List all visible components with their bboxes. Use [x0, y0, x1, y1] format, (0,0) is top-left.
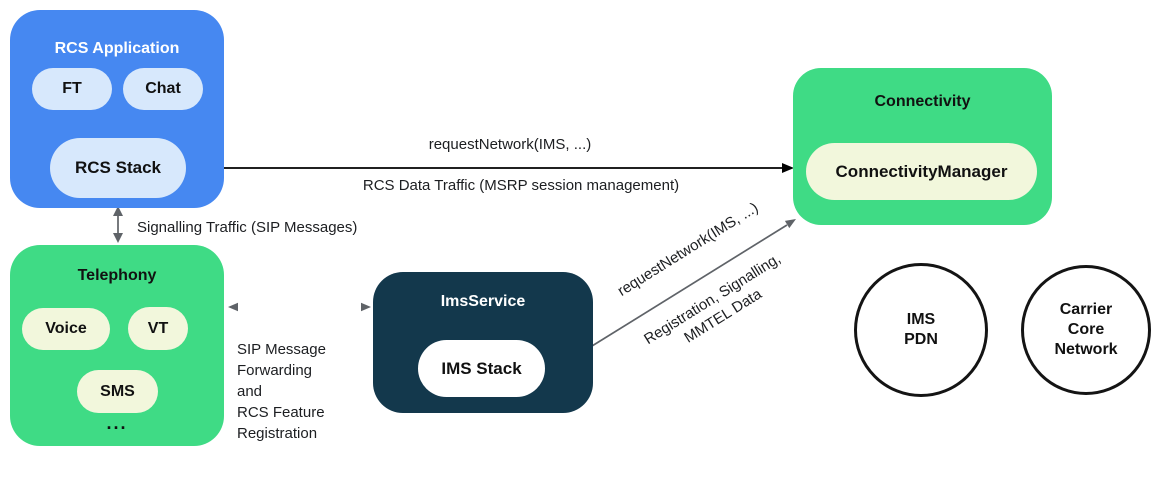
request-network-horizontal-label: requestNetwork(IMS, ...): [428, 136, 592, 153]
arrowhead-left-sip-forwarding: [228, 302, 238, 312]
carrier-label-line1: Carrier: [1059, 301, 1113, 318]
sip-forwarding-label: SIP Message Forwarding and RCS Feature R…: [237, 341, 326, 442]
carrier-label-line3: Network: [1054, 341, 1118, 358]
rcs-data-traffic-label: RCS Data Traffic (MSRP session managemen…: [362, 177, 680, 194]
carrier-label-line2: Core: [1067, 321, 1105, 338]
arrowhead-right-sip-forwarding: [361, 302, 371, 312]
ims-service-title: ImsService: [440, 293, 526, 310]
ims-pdn-circle: IMS PDN: [854, 263, 988, 397]
voice-pill: Voice: [22, 308, 110, 350]
ft-pill: FT: [32, 68, 112, 110]
rcs-application-box: RCS Application FT Chat RCS Stack: [10, 10, 224, 208]
arrowhead-down-signalling-traffic: [113, 233, 123, 243]
ims-pdn-label-line1: IMS: [906, 311, 936, 328]
ims-pdn-label-line2: PDN: [904, 331, 938, 348]
ims-service-box: ImsService IMS Stack: [373, 272, 593, 413]
sms-pill: SMS: [77, 370, 158, 413]
carrier-core-network-circle: Carrier Core Network: [1021, 265, 1151, 395]
connectivity-manager-pill: ConnectivityManager: [806, 143, 1037, 200]
rcs-stack-pill: RCS Stack: [50, 138, 186, 198]
telephony-more-label: ...: [106, 413, 128, 433]
vt-pill: VT: [128, 307, 188, 350]
rcs-application-title: RCS Application: [54, 40, 180, 57]
telephony-title: Telephony: [77, 267, 157, 284]
ims-stack-pill: IMS Stack: [418, 340, 545, 397]
signalling-traffic-label: Signalling Traffic (SIP Messages): [137, 219, 358, 236]
chat-pill: Chat: [123, 68, 203, 110]
telephony-box: Telephony Voice VT SMS ...: [10, 245, 224, 446]
connectivity-title: Connectivity: [874, 93, 971, 110]
connectivity-box: Connectivity ConnectivityManager: [793, 68, 1052, 225]
arrowhead-request-network-diagonal: [784, 219, 796, 229]
